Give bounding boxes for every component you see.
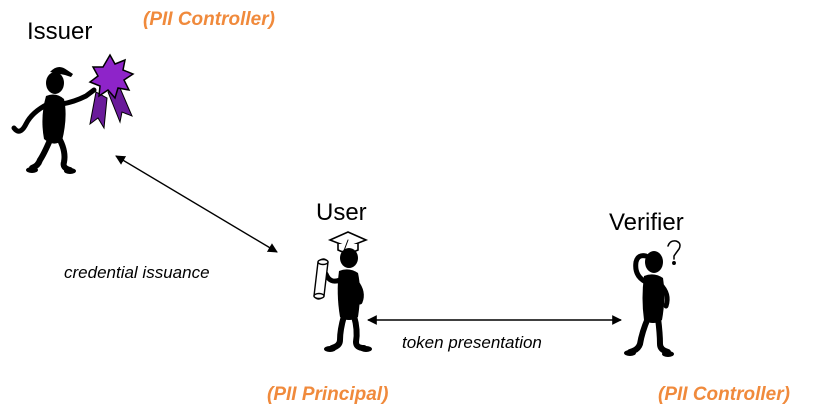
issuer-figure-icon: [11, 66, 97, 174]
issuance-label: credential issuance: [64, 263, 210, 282]
diploma-icon: [313, 258, 329, 300]
award-ribbon-icon: [88, 53, 135, 130]
issuer-label: Issuer: [27, 18, 93, 45]
thinking-figure-icon: [624, 251, 674, 357]
presentation-label: token presentation: [402, 333, 542, 352]
issuance-arrow: [115, 155, 278, 253]
user-role-label: (PII Principal): [267, 384, 389, 405]
verifier-role-label: (PII Controller): [658, 384, 790, 405]
user-label: User: [316, 199, 367, 226]
question-mark-icon: [667, 240, 681, 265]
verifier-label: Verifier: [609, 209, 684, 236]
graduate-figure-icon: [323, 231, 372, 352]
issuer-role-label: (PII Controller): [143, 9, 275, 30]
